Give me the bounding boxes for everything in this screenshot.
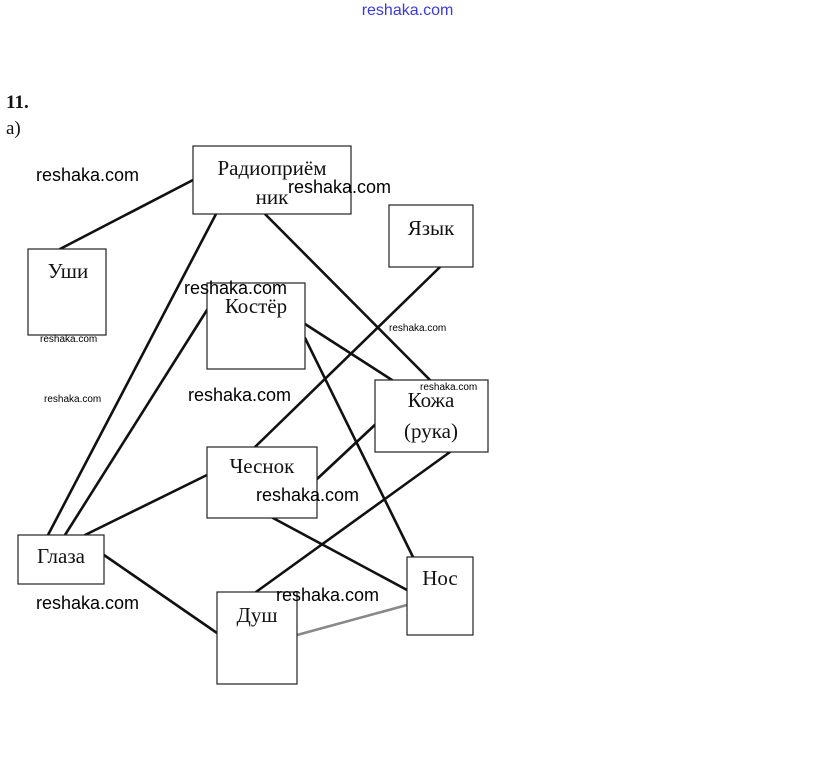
watermark: reshaka.com xyxy=(288,177,391,197)
edge-eyes-shower xyxy=(102,553,219,635)
watermark: reshaka.com xyxy=(276,585,379,605)
edge-shower-nose xyxy=(295,603,409,637)
node-shower: Душ xyxy=(216,591,298,685)
node-skin-label-2: (рука) xyxy=(404,419,458,443)
watermark: reshaka.com xyxy=(188,385,291,405)
task-number: 11. xyxy=(6,92,29,113)
node-nose: Нос xyxy=(406,556,474,636)
task-part-label: а) xyxy=(6,118,21,139)
watermark: reshaka.com xyxy=(389,323,446,334)
node-ears-label: Уши xyxy=(48,259,88,283)
node-radio-label-1: Радиоприём xyxy=(217,156,326,180)
node-skin-label-1: Кожа xyxy=(408,388,455,412)
edge-tongue-garlic xyxy=(253,265,442,449)
watermarks: reshaka.com reshaka.com reshaka.com resh… xyxy=(36,165,477,613)
node-radio: Радиоприём ник xyxy=(192,145,352,215)
edge-radio-skin xyxy=(263,212,432,382)
watermark: reshaka.com xyxy=(40,334,97,345)
edge-campfire-eyes xyxy=(63,308,209,537)
edge-campfire-skin xyxy=(303,322,394,382)
edge-skin-shower xyxy=(254,450,452,594)
node-nose-label: Нос xyxy=(422,566,458,590)
node-campfire: Костёр xyxy=(206,282,306,370)
edge-garlic-skin xyxy=(314,420,380,482)
watermark: reshaka.com xyxy=(184,278,287,298)
edge-campfire-nose xyxy=(303,336,415,559)
node-tongue-label: Язык xyxy=(408,216,455,240)
edge-garlic-eyes xyxy=(83,473,209,537)
site-header-link[interactable]: reshaka.com xyxy=(361,2,454,19)
node-skin: Кожа (рука) xyxy=(374,379,489,453)
node-tongue: Язык xyxy=(388,204,474,268)
edge-radio-eyes xyxy=(46,212,218,537)
watermark: reshaka.com xyxy=(36,165,139,185)
watermark: reshaka.com xyxy=(420,382,477,393)
edge-radio-ears xyxy=(58,178,195,251)
node-eyes-label: Глаза xyxy=(37,544,86,568)
node-shower-label: Душ xyxy=(237,603,278,627)
node-ears: Уши xyxy=(27,248,107,336)
edge-garlic-nose xyxy=(271,516,409,592)
node-campfire-label: Костёр xyxy=(225,294,287,318)
node-eyes: Глаза xyxy=(17,534,105,585)
diagram-edges xyxy=(46,178,452,637)
node-radio-label-2: ник xyxy=(256,185,289,209)
node-garlic: Чеснок xyxy=(206,446,318,519)
watermark: reshaka.com xyxy=(44,394,101,405)
watermark: reshaka.com xyxy=(256,485,359,505)
node-garlic-label: Чеснок xyxy=(230,454,296,478)
watermark: reshaka.com xyxy=(36,593,139,613)
